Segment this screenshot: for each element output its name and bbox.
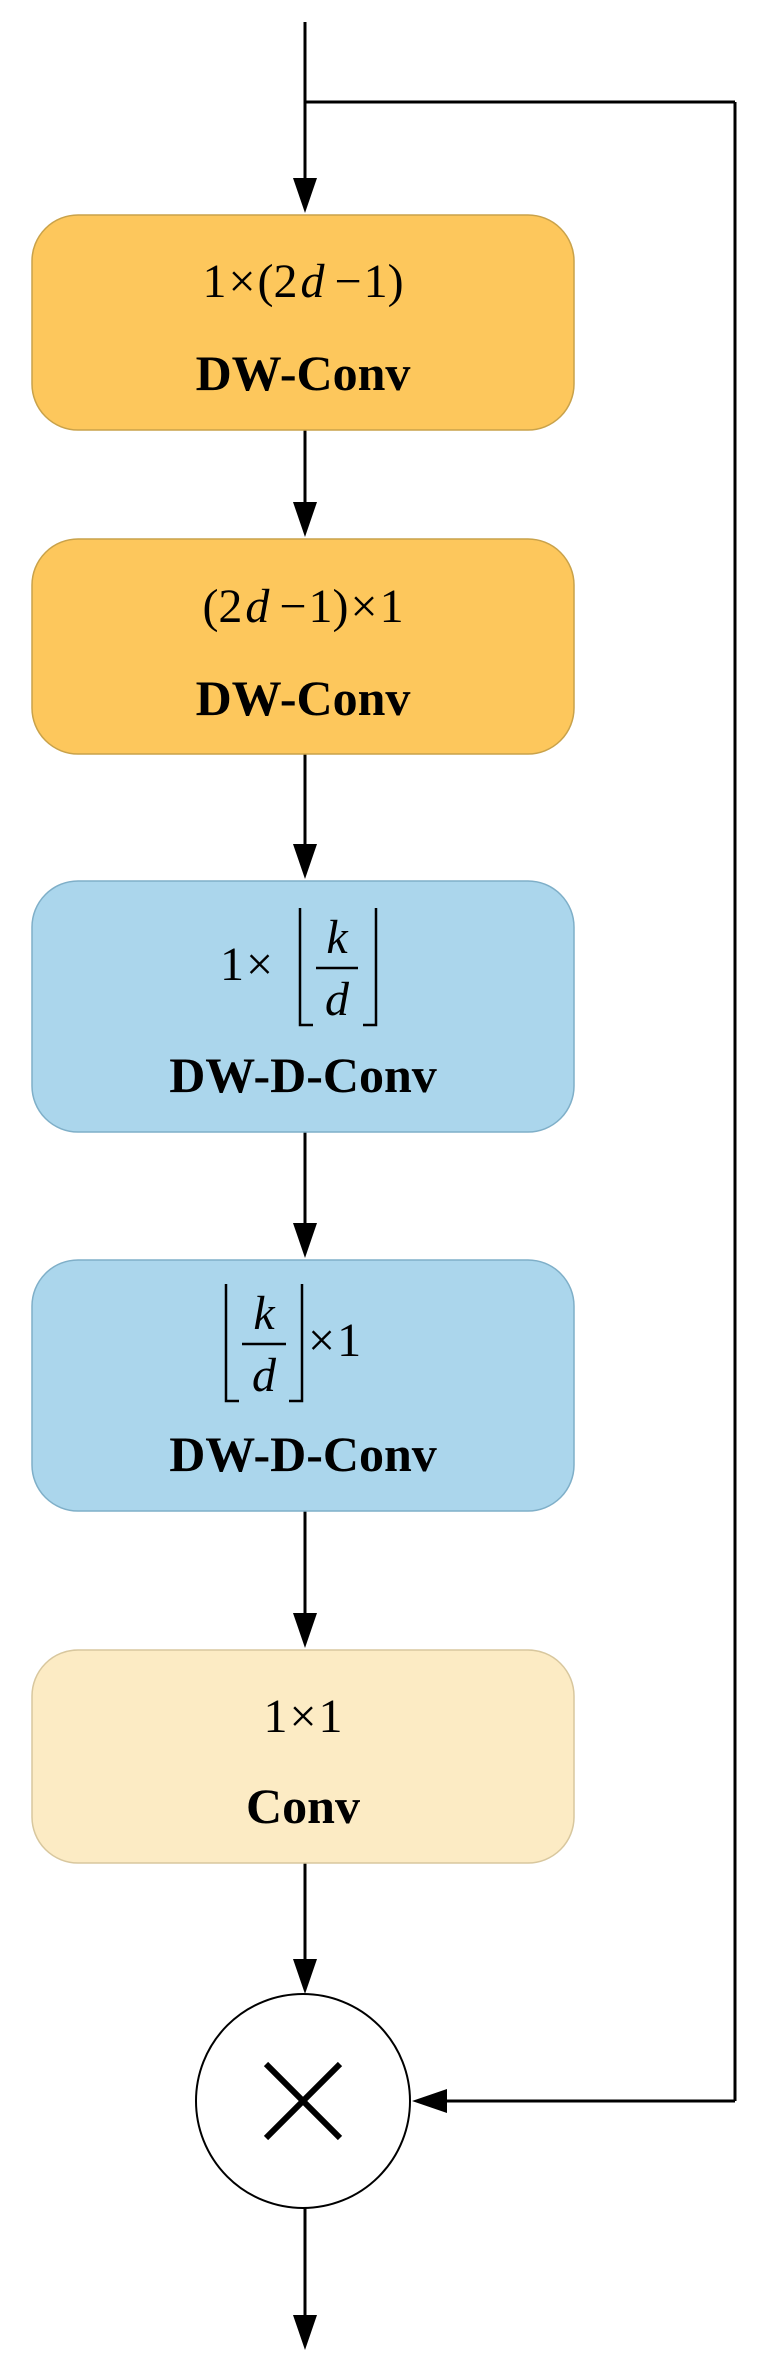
block-dwconv-col: (2d−1)×1 DW-Conv (31, 538, 575, 755)
block-dwconv-row: 1×(2d−1) DW-Conv (31, 214, 575, 431)
arrow-into-block-3 (293, 844, 317, 879)
block-dwdconv-row: 1× k d DW-D-Conv (31, 880, 575, 1133)
multiply-node (195, 1993, 411, 2209)
kernel-prefix: 1× (220, 938, 273, 991)
kernel-formula: (2d−1)×1 (202, 580, 403, 633)
block-label: Conv (246, 1778, 360, 1834)
arrow-into-block-2 (293, 502, 317, 537)
block-box (31, 880, 575, 1133)
arrow-into-block-1 (293, 178, 317, 213)
arrow-into-multiply (293, 1959, 317, 1994)
kernel-formula: 1×(2d−1) (202, 255, 403, 308)
connectors (293, 22, 737, 2350)
block-label: DW-D-Conv (169, 1426, 437, 1482)
kernel-formula: 1×1 (263, 1690, 342, 1743)
arrow-into-multiply-side (412, 2089, 447, 2113)
floor-bracket (298, 908, 378, 1027)
block-conv1x1: 1×1 Conv (31, 1649, 575, 1864)
block-box (31, 538, 575, 755)
floor-bracket (224, 1284, 304, 1403)
block-label: DW-Conv (196, 670, 411, 726)
kernel-suffix: ×1 (308, 1314, 361, 1367)
fraction-numerator: k (326, 911, 349, 964)
fraction-denominator: d (252, 1349, 277, 1402)
fraction-denominator: d (325, 973, 350, 1026)
block-box (31, 214, 575, 431)
block-dwdconv-col: k d ×1 DW-D-Conv (31, 1259, 575, 1512)
arrow-into-block-5 (293, 1613, 317, 1648)
block-label: DW-Conv (196, 345, 411, 401)
block-label: DW-D-Conv (169, 1047, 437, 1103)
multiply-icon (263, 2061, 343, 2141)
arrow-output (293, 2315, 317, 2350)
fraction-numerator: k (253, 1287, 276, 1340)
arrow-into-block-4 (293, 1223, 317, 1258)
block-box (31, 1649, 575, 1864)
